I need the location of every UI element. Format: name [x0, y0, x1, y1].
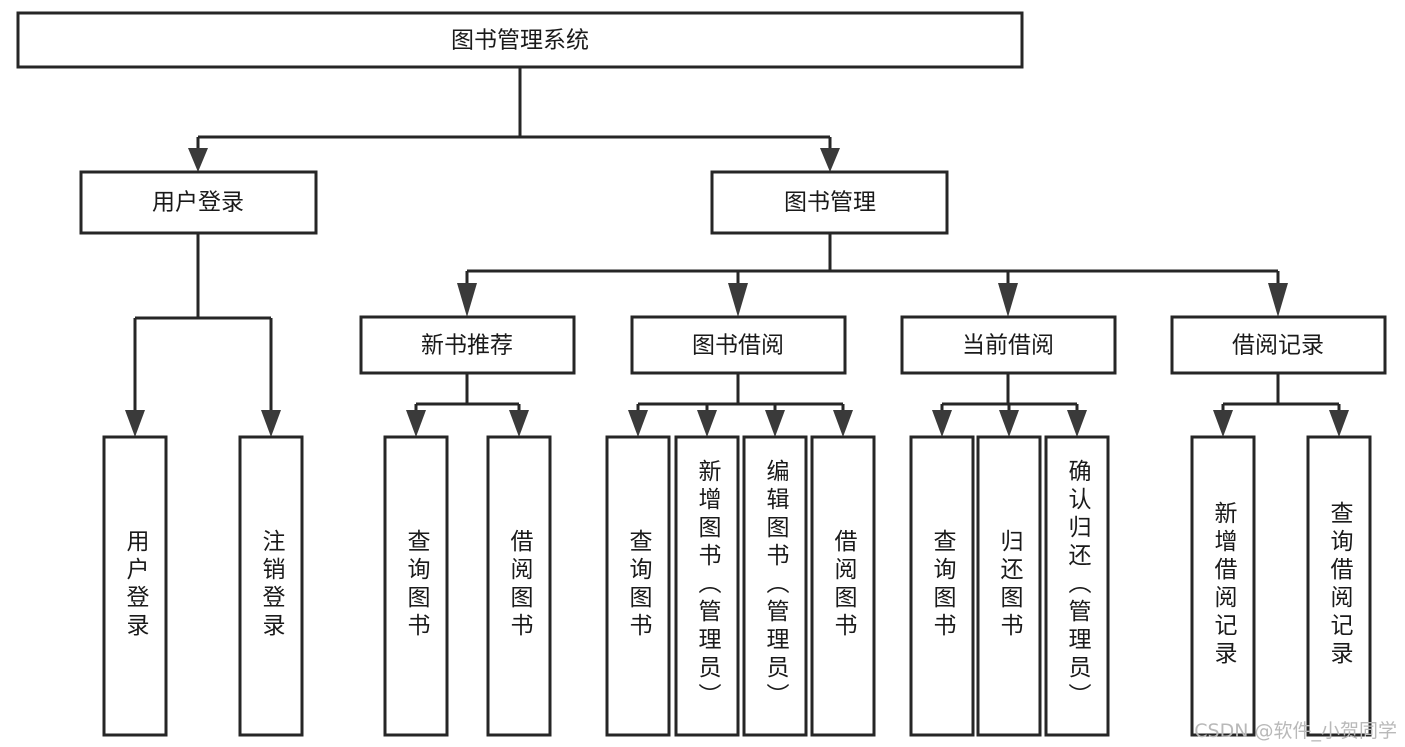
leaf-current-borrow-2-label: 归还图书: [996, 529, 1024, 641]
arrow-to-current-borrow: [998, 283, 1018, 317]
leaf-current-borrow-2[interactable]: 归还图书: [976, 435, 1042, 737]
arrow-leaf-borrow-record-2: [1329, 410, 1349, 437]
leaf-book-borrow-2-label: 新增图书（管理员）: [694, 459, 722, 711]
leaf-borrow-record-2-box[interactable]: [1306, 435, 1372, 737]
arrow-to-new-book: [457, 283, 477, 317]
leaf-book-borrow-4[interactable]: 借阅图书: [810, 435, 876, 737]
leaf-book-borrow-3-box[interactable]: [742, 435, 808, 737]
node-current-borrow[interactable]: 当前借阅: [900, 315, 1117, 375]
node-borrow-record-box[interactable]: [1170, 315, 1387, 375]
leaf-new-book-1-box[interactable]: [383, 435, 449, 737]
leaf-book-borrow-2-box[interactable]: [674, 435, 740, 737]
arrow-leaf-book-borrow-2: [697, 410, 717, 437]
connector-layer: [125, 67, 1349, 437]
leaf-borrow-record-2[interactable]: 查询借阅记录: [1306, 435, 1372, 737]
node-borrow-record[interactable]: 借阅记录: [1170, 315, 1387, 375]
arrow-to-book-borrow: [728, 283, 748, 317]
leaf-book-borrow-1-label: 查询图书: [625, 529, 653, 641]
arrow-to-book-manage: [820, 148, 840, 172]
arrow-to-borrow-record: [1268, 283, 1288, 317]
arrow-leaf-current-borrow-1: [932, 410, 952, 437]
leaf-borrow-record-2-label: 查询借阅记录: [1326, 501, 1354, 669]
leaf-book-borrow-1[interactable]: 查询图书: [605, 435, 671, 737]
leaf-user-login-2[interactable]: 注销登录: [238, 435, 304, 737]
node-root-box[interactable]: [16, 11, 1024, 69]
node-user-login-label: 用户登录: [152, 190, 244, 216]
leaf-current-borrow-3-label: 确认归还（管理员）: [1064, 459, 1092, 711]
leaf-current-borrow-1-box[interactable]: [909, 435, 975, 737]
arrow-leaf-current-borrow-3: [1067, 410, 1087, 437]
leaf-current-borrow-1[interactable]: 查询图书: [909, 435, 975, 737]
node-book-borrow-box[interactable]: [630, 315, 847, 375]
leaf-book-borrow-2[interactable]: 新增图书（管理员）: [674, 435, 740, 737]
arrow-leaf-user-login-1: [125, 410, 145, 437]
node-book-manage-label: 图书管理: [784, 190, 876, 216]
node-new-book-recommend[interactable]: 新书推荐: [359, 315, 576, 375]
arrow-leaf-book-borrow-4: [833, 410, 853, 437]
leaf-new-book-1-label: 查询图书: [403, 529, 431, 641]
leaf-current-borrow-1-label: 查询图书: [929, 529, 957, 641]
node-new-book-recommend-box[interactable]: [359, 315, 576, 375]
node-book-borrow[interactable]: 图书借阅: [630, 315, 847, 375]
leaf-user-login-2-label: 注销登录: [258, 529, 286, 641]
arrow-leaf-new-book-1: [406, 410, 426, 437]
node-current-borrow-label: 当前借阅: [962, 333, 1054, 359]
node-book-manage[interactable]: 图书管理: [710, 170, 949, 235]
leaf-book-borrow-3[interactable]: 编辑图书（管理员）: [742, 435, 808, 737]
leaf-current-borrow-2-box[interactable]: [976, 435, 1042, 737]
node-root[interactable]: 图书管理系统: [16, 11, 1024, 69]
node-borrow-record-label: 借阅记录: [1232, 333, 1324, 359]
node-book-manage-box[interactable]: [710, 170, 949, 235]
leaf-user-login-1[interactable]: 用户登录: [102, 435, 168, 737]
arrow-leaf-user-login-2: [261, 410, 281, 437]
arrow-leaf-new-book-2: [509, 410, 529, 437]
arrow-leaf-borrow-record-1: [1213, 410, 1233, 437]
arrow-leaf-book-borrow-1: [628, 410, 648, 437]
leaf-borrow-record-1[interactable]: 新增借阅记录: [1190, 435, 1256, 737]
leaf-current-borrow-3-box[interactable]: [1044, 435, 1110, 737]
leaf-borrow-record-1-box[interactable]: [1190, 435, 1256, 737]
arrow-leaf-current-borrow-2: [999, 410, 1019, 437]
leaf-new-book-2-label: 借阅图书: [506, 529, 534, 641]
node-current-borrow-box[interactable]: [900, 315, 1117, 375]
watermark: CSDN @软件_小贺同学: [1194, 720, 1397, 742]
node-new-book-recommend-label: 新书推荐: [421, 333, 513, 359]
node-user-login[interactable]: 用户登录: [79, 170, 318, 235]
leaf-borrow-record-1-label: 新增借阅记录: [1210, 501, 1238, 669]
node-book-borrow-label: 图书借阅: [692, 333, 784, 359]
leaf-current-borrow-3[interactable]: 确认归还（管理员）: [1044, 435, 1110, 737]
leaf-book-borrow-3-label: 编辑图书（管理员）: [762, 459, 790, 711]
leaf-book-borrow-1-box[interactable]: [605, 435, 671, 737]
leaf-user-login-1-box[interactable]: [102, 435, 168, 737]
leaf-new-book-2-box[interactable]: [486, 435, 552, 737]
node-root-label: 图书管理系统: [451, 28, 589, 54]
leaf-user-login-1-label: 用户登录: [122, 529, 150, 641]
leaf-book-borrow-4-label: 借阅图书: [830, 529, 858, 641]
arrow-leaf-book-borrow-3: [765, 410, 785, 437]
leaf-user-login-2-box[interactable]: [238, 435, 304, 737]
arrow-to-user-login: [188, 148, 208, 172]
leaf-new-book-1[interactable]: 查询图书: [383, 435, 449, 737]
leaf-new-book-2[interactable]: 借阅图书: [486, 435, 552, 737]
leaf-book-borrow-4-box[interactable]: [810, 435, 876, 737]
node-user-login-box[interactable]: [79, 170, 318, 235]
